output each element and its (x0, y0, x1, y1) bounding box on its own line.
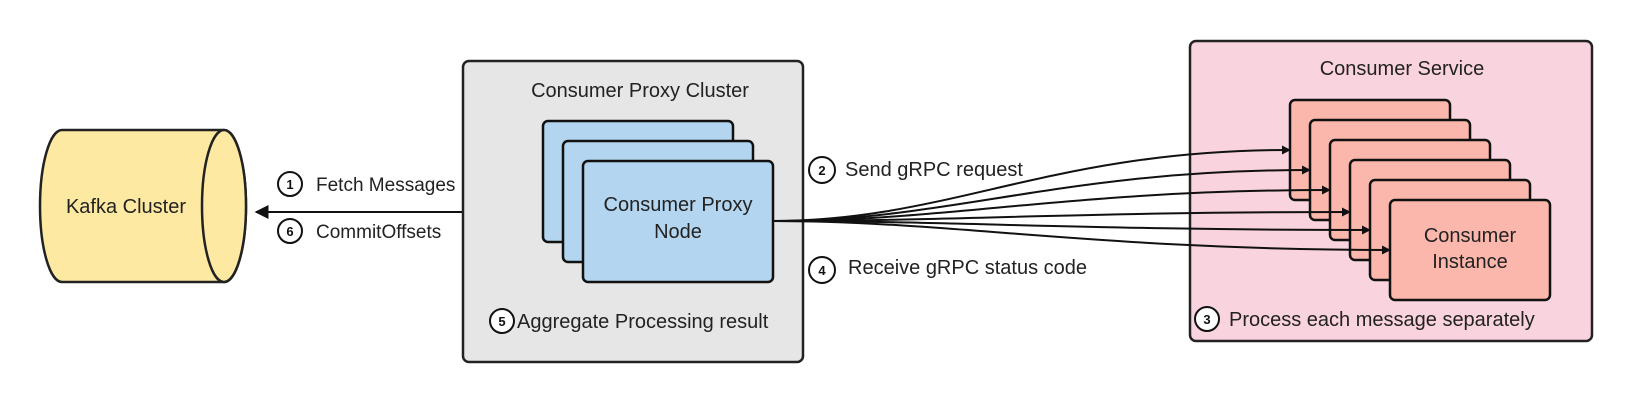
step-2-number: 2 (818, 163, 825, 178)
step-2: 2 Send gRPC request (808, 156, 1023, 184)
proxy-node-label-line1: Consumer Proxy (604, 194, 753, 216)
step-3-badge (1194, 306, 1220, 332)
step-5: 5 Aggregate Processing result (489, 308, 769, 334)
grpc-fanout-arrows (772, 145, 1391, 255)
consumer-instance-label-line1: Consumer (1424, 225, 1517, 247)
consumer-service: Consumer Service Consumer Instance 3 Pro… (1188, 39, 1594, 343)
step-3: 3 Process each message separately (1194, 306, 1535, 332)
grpc-arrow-6 (772, 220, 1391, 255)
step-5-label: Aggregate Processing result (517, 311, 769, 333)
step-6-badge (277, 218, 303, 244)
step-6-label: CommitOffsets (316, 222, 441, 243)
consumer-proxy-cluster: Consumer Proxy Cluster Consumer Proxy No… (461, 59, 805, 364)
step-4: 4 Receive gRPC status code (808, 256, 1087, 284)
step-4-number: 4 (818, 263, 826, 278)
proxy-cluster-title: Consumer Proxy Cluster (531, 80, 749, 102)
consumer-instance-label-line2: Instance (1432, 251, 1508, 273)
kafka-cluster: Kafka Cluster (38, 128, 248, 284)
consumer-service-title: Consumer Service (1320, 58, 1485, 80)
step-5-number: 5 (498, 314, 505, 329)
grpc-arrow-1 (772, 145, 1291, 222)
step-5-badge (489, 308, 515, 334)
step-3-label: Process each message separately (1229, 309, 1535, 331)
step-4-label: Receive gRPC status code (848, 257, 1087, 279)
step-4-badge (808, 256, 836, 284)
kafka-cylinder-end (200, 128, 248, 284)
grpc-arrow-2 (772, 165, 1311, 222)
step-1: 1 Fetch Messages (277, 171, 455, 197)
consumer-instance (1388, 198, 1552, 302)
step-3-number: 3 (1203, 312, 1210, 327)
grpc-arrow-3 (772, 185, 1331, 222)
step-6: 6 CommitOffsets (277, 218, 441, 244)
step-1-number: 1 (286, 177, 293, 192)
grpc-arrow-5 (772, 220, 1371, 235)
step-1-badge (277, 171, 303, 197)
step-1-label: Fetch Messages (316, 175, 455, 196)
proxy-node-label-line2: Node (654, 221, 702, 243)
step-2-label: Send gRPC request (845, 159, 1023, 181)
step-2-badge (808, 156, 836, 184)
grpc-arrow-4 (772, 207, 1351, 222)
step-6-number: 6 (286, 224, 293, 239)
kafka-cluster-label: Kafka Cluster (66, 196, 186, 218)
